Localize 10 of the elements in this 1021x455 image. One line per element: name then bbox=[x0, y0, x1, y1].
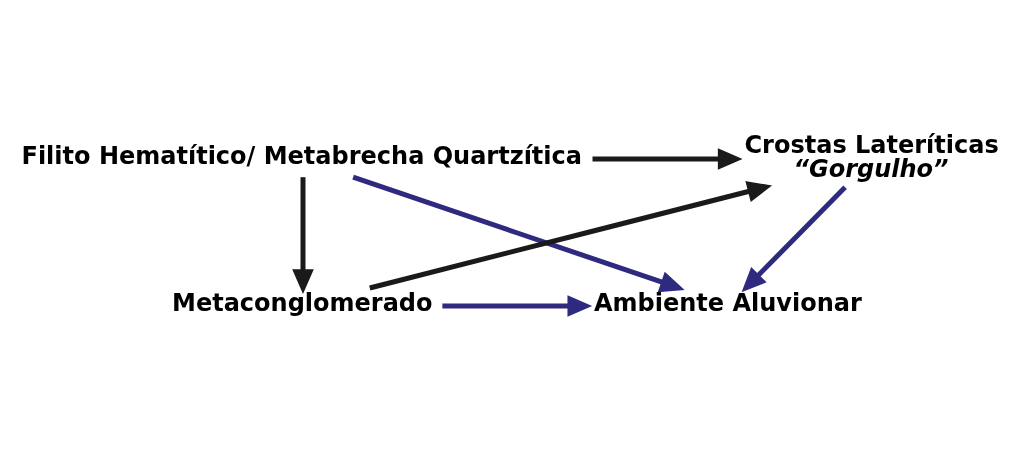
arrow bbox=[369, 181, 773, 291]
node-text: Ambiente Aluvionar bbox=[594, 289, 862, 318]
node-text: Filito Hematítico/ Metabrecha Quartzítica bbox=[21, 142, 582, 171]
node-text: Metaconglomerado bbox=[172, 289, 433, 318]
node-text: Crostas Lateríticas “Gorgulho” bbox=[744, 131, 999, 184]
arrow bbox=[352, 174, 685, 293]
arrow bbox=[592, 148, 743, 170]
arrow bbox=[292, 177, 314, 295]
arrow bbox=[741, 185, 847, 293]
arrow bbox=[442, 295, 593, 317]
